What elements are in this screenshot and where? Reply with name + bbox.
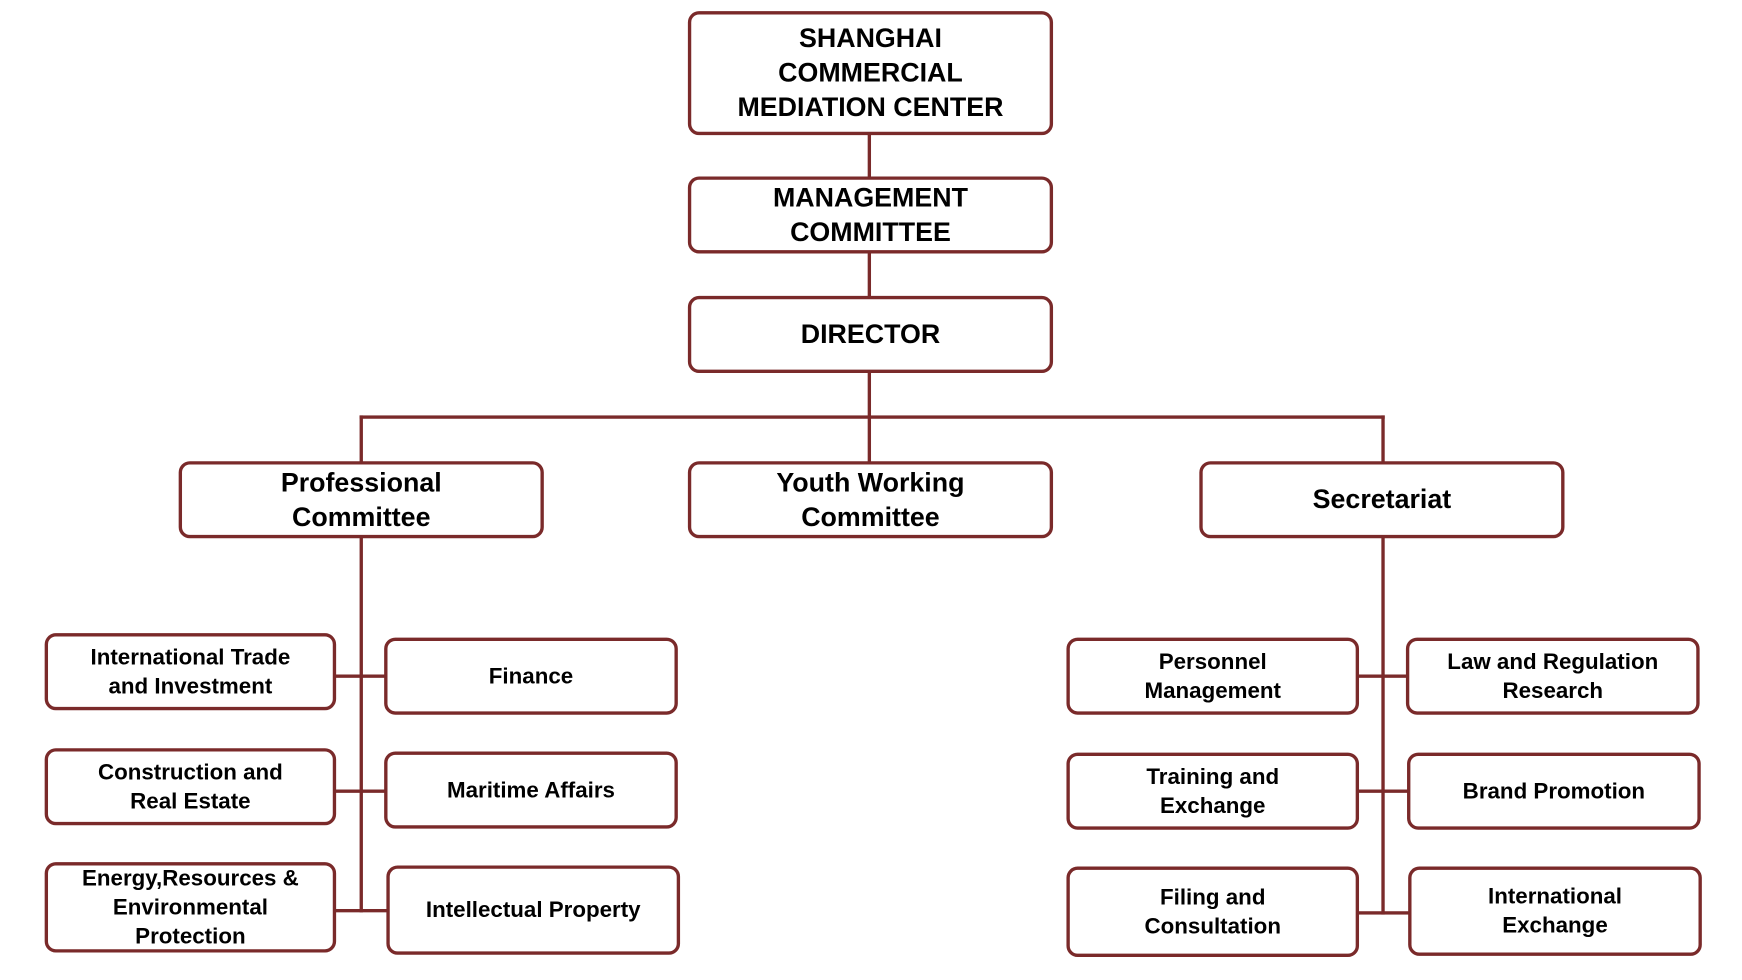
connector [1381, 415, 1385, 464]
unit-construction: Construction and Real Estate [44, 748, 337, 826]
connector [359, 415, 363, 464]
connector [1356, 911, 1411, 915]
unit-brand-promotion: Brand Promotion [1407, 752, 1701, 830]
management-committee-node: MANAGEMENT COMMITTEE [687, 176, 1054, 254]
connector [1356, 789, 1410, 793]
unit-training: Training and Exchange [1066, 752, 1360, 830]
connector [359, 415, 1385, 419]
connector [335, 789, 387, 793]
connector [1356, 674, 1409, 678]
unit-international-exchange: International Exchange [1408, 866, 1702, 956]
unit-finance: Finance [384, 637, 678, 715]
unit-intellectual-property: Intellectual Property [386, 865, 681, 955]
connector [335, 674, 387, 678]
connector [1381, 537, 1385, 915]
secretariat-node: Secretariat [1199, 461, 1565, 539]
root-node: SHANGHAI COMMERCIAL MEDIATION CENTER [687, 11, 1054, 136]
unit-personnel: Personnel Management [1066, 637, 1360, 715]
director-node: DIRECTOR [687, 295, 1054, 373]
youth-working-committee-node: Youth Working Committee [687, 461, 1054, 539]
unit-filing: Filing and Consultation [1066, 866, 1360, 958]
connector [335, 908, 389, 913]
professional-committee-node: Professional Committee [178, 461, 544, 539]
connector [867, 134, 872, 179]
unit-energy: Energy,Resources & Environmental Protect… [44, 862, 337, 953]
unit-maritime: Maritime Affairs [384, 751, 678, 829]
unit-international-trade: International Trade and Investment [44, 633, 337, 711]
connector [359, 537, 363, 913]
unit-law-regulation: Law and Regulation Research [1405, 637, 1700, 715]
connector [867, 252, 872, 298]
